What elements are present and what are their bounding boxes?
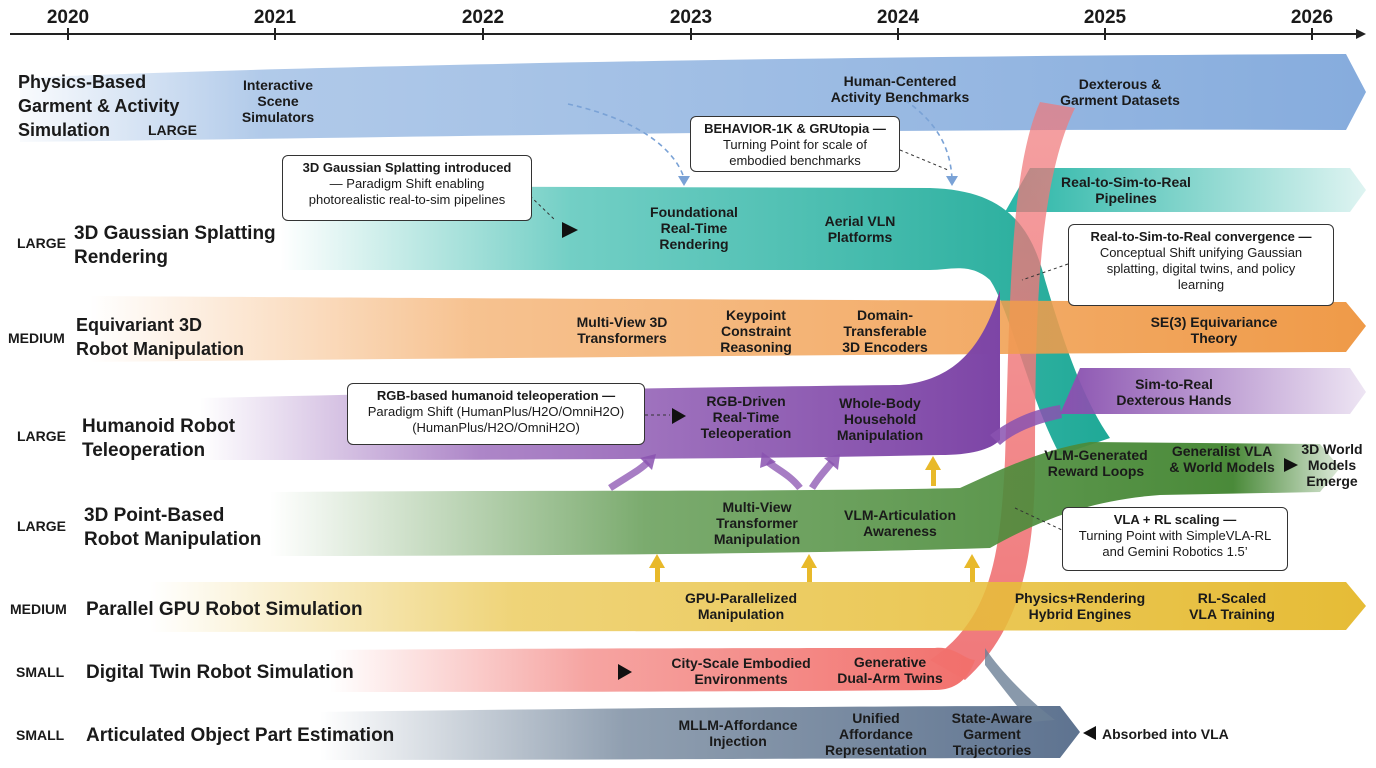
callout-title: Real-to-Sim-to-Real convergence —	[1090, 229, 1312, 244]
milestone-garment: Dexterous &Garment Datasets	[1060, 76, 1180, 108]
callout-body: Turning Point for scale of	[722, 137, 868, 152]
callout-body: Paradigm Shift (HumanPlus/H2O/OmniH2O)	[367, 404, 625, 419]
year-label: 2021	[254, 7, 297, 28]
callout-body: (HumanPlus/H2O/OmniH2O)	[412, 420, 580, 435]
callout-body: embodied benchmarks	[729, 153, 861, 168]
stream-humanoid-branch	[990, 405, 1062, 445]
stream-articulated-branch	[985, 648, 1055, 722]
callout-body: Turning Point with SimpleVLA-RL	[1078, 528, 1272, 543]
stream-title-articulated: Articulated Object Part Estimation	[86, 725, 394, 746]
stream-size-gpu: MEDIUM	[10, 601, 67, 617]
year-label: 2020	[47, 7, 89, 28]
milestone-pointbased: Generalist VLA& World Models	[1169, 443, 1275, 475]
callout-body: splatting, digital twins, and policy	[1106, 261, 1296, 276]
callout-title: VLA + RL scaling —	[1113, 512, 1237, 527]
year-label: 2024	[877, 7, 920, 28]
year-label: 2026	[1291, 7, 1333, 28]
stream-equivariant	[90, 296, 1366, 362]
stream-digitaltwin-trunk	[930, 102, 1075, 680]
callout-rgb: RGB-based humanoid teleoperation — Parad…	[347, 383, 645, 445]
stream-title-gpu: Parallel GPU Robot Simulation	[86, 599, 363, 620]
stream-digitaltwin	[330, 647, 975, 692]
timeline-axis: 2020 2021 2022 2023 2024 2025 2026	[10, 7, 1366, 40]
year-label: 2025	[1084, 7, 1127, 28]
year-label: 2022	[462, 7, 504, 28]
callout-markers	[562, 222, 686, 680]
stream-gpu	[150, 582, 1366, 632]
callout-gaussian: 3D Gaussian Splatting introduced — Parad…	[282, 155, 532, 221]
stream-size-equivariant: MEDIUM	[8, 330, 65, 346]
callout-title: 3D Gaussian Splatting introduced	[302, 160, 512, 175]
callout-title: BEHAVIOR-1K & GRUtopia —	[704, 121, 886, 136]
callout-body: — Paradigm Shift enabling	[329, 176, 485, 191]
callout-convergence: Real-to-Sim-to-Real convergence — Concep…	[1068, 224, 1334, 306]
connectors	[567, 99, 980, 582]
callout-body: learning	[1177, 277, 1225, 292]
stream-size-gaussian: LARGE	[17, 235, 66, 251]
outcome-marker	[1284, 458, 1298, 472]
stream-size-articulated: SMALL	[16, 727, 65, 743]
stream-humanoid-dexterous	[1060, 368, 1366, 414]
stream-size-digitaltwin: SMALL	[16, 664, 65, 680]
stream-size-garment: LARGE	[148, 122, 197, 138]
stream-size-pointbased: LARGE	[17, 518, 66, 534]
year-label: 2023	[670, 7, 712, 28]
outcome-marker	[1083, 726, 1096, 740]
stream-articulated	[320, 706, 1080, 760]
stream-size-humanoid: LARGE	[17, 428, 66, 444]
outcome-absorbed: Absorbed into VLA	[1102, 726, 1229, 742]
callout-title: RGB-based humanoid teleoperation —	[376, 388, 616, 403]
stream-title-digitaltwin: Digital Twin Robot Simulation	[86, 662, 354, 683]
stream-pointbased	[270, 442, 1340, 556]
stream-gaussian	[280, 186, 1110, 455]
callout-vlarl: VLA + RL scaling — Turning Point with Si…	[1062, 507, 1288, 571]
callout-leaders	[529, 149, 1069, 531]
callout-body: photorealistic real-to-sim pipelines	[308, 192, 506, 207]
callout-body: and Gemini Robotics 1.5’	[1102, 544, 1248, 559]
stream-garment	[20, 54, 1366, 142]
callout-behavior: BEHAVIOR-1K & GRUtopia — Turning Point f…	[690, 116, 900, 172]
stream-gaussian-pipelines	[1005, 168, 1366, 212]
callout-body: Conceptual Shift unifying Gaussian	[1099, 245, 1303, 260]
